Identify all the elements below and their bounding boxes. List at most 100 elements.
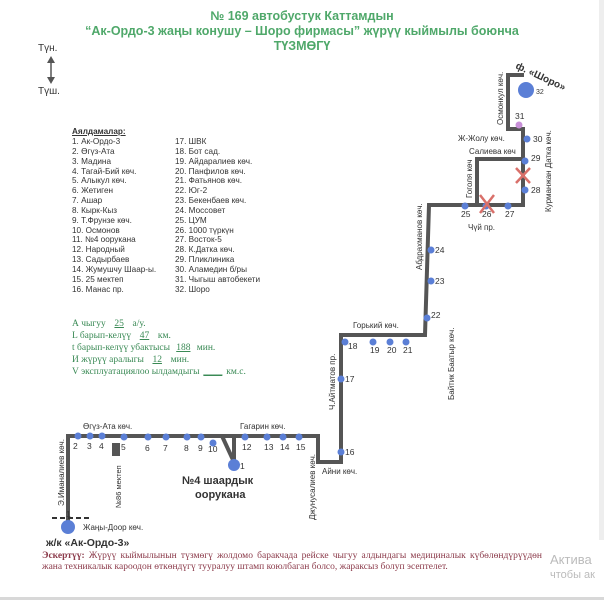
bus-stop-marker [162,433,170,441]
bus-stop-number: 20 [387,345,397,355]
bus-stop-marker [263,433,271,441]
street-gorky: Горький көч. [353,321,399,330]
bus-stop-marker [518,82,534,98]
route-parameter: V эксплуатациялоо ылдамдыгы ____ км.с. [72,366,246,378]
closed-section-icon [479,194,495,214]
bus-stop-number: 13 [264,442,274,452]
bus-stop-marker [521,157,529,165]
north-label: Түн. [38,43,58,54]
bus-stop-number: 6 [145,443,150,453]
street-imanaliev: Э.Иманалиев көч. [57,439,66,506]
legend-heading: Аялдамалар: [72,127,126,136]
bus-stop-number: 18 [348,341,358,351]
bus-stop-number: 1 [240,461,245,471]
hospital-label-1: №4 шаардык [182,475,254,487]
bus-stop-marker [427,246,435,254]
bus-stop-number: 14 [280,442,290,452]
street-salieva: Салиева көч [469,147,516,156]
legend-stop: 2. Өгүз-Ата [72,146,115,156]
bus-stop-number: 9 [198,443,203,453]
bus-stop-number: 3 [87,441,92,451]
bus-stop-number: 7 [163,443,168,453]
legend-stop: 28. К.Датка көч. [175,245,235,255]
street-oguz-ata: Өгүз-Ата көч. [83,422,132,431]
bus-stop-marker [523,135,531,143]
street-baitik: Байтик Баатыр көч. [447,328,456,400]
bus-stop-marker [209,439,217,447]
legend-stop: 21. Фатьянов көч. [175,176,243,186]
bus-stop-number: 27 [505,209,515,219]
bus-stop-number: 15 [296,442,306,452]
bus-stop-number: 31 [515,111,525,121]
legend-stop: 5. Алыкул көч. [72,176,127,186]
activation-watermark-2: чтобы ак [550,569,595,581]
legend-stop: 19. Айдаралиев көч. [175,156,253,166]
bus-stop-marker [98,432,106,440]
bottom-bar [0,597,604,600]
bus-stop-number: 12 [242,442,252,452]
bus-stop-marker [61,520,75,534]
note-text: Жүрүү кыймылынын түзмөгү жолдомо баракча… [42,551,542,572]
south-label: Түш. [38,86,60,97]
legend-stop: 29. Пликлиника [175,255,235,265]
route-line [66,73,525,522]
parameter-text: И жүрүү аралыгы [72,355,147,365]
parameter-text: V эксплуатациялоо ылдамдыгы [72,367,202,377]
title-line-2: “Ак-Ордо-3 жаңы конушу – Шоро фирмасы” ж… [85,24,519,38]
street-aini: Айни көч. [322,467,357,476]
bus-stop-marker [427,277,435,285]
legend-stop: 12. Народный [72,245,125,255]
bus-stop-number: 32 [536,89,544,96]
legend-stop: 16. Манас пр. [72,284,124,294]
bus-stop-marker [279,433,287,441]
legend-stop: 7. Ашар [72,196,103,206]
bus-stop-number: 22 [431,310,441,320]
bus-stop-marker [521,186,529,194]
title-line-1: № 169 автобустук Каттамдын [210,9,394,23]
parameter-text: мин. [168,355,190,365]
bus-stop-number: 30 [533,134,543,144]
legend-stop: 15. 25 мектеп [72,274,124,284]
bus-stop-marker [241,433,249,441]
bus-stop-marker [369,338,377,346]
street-jany-door: Жаңы-Доор көч. [83,523,143,532]
street-zh-jolu: Ж-Жолу көч. [458,134,505,143]
legend-stop: 1. Ак-Ордо-3 [72,137,121,146]
parameter-text: км. [155,331,171,341]
bus-stop-marker [423,314,431,322]
bus-stop-number: 4 [99,441,104,451]
bus-stop-marker [337,448,345,456]
bus-stop-number: 21 [403,345,413,355]
bus-stop-marker [120,433,128,441]
bus-stop-marker [337,375,345,383]
closed-section-icon [515,167,531,184]
bus-stop-number: 8 [184,443,189,453]
bus-stop-number: 24 [435,245,445,255]
street-gagarin: Гагарин көч. [240,422,285,431]
street-kurmanjan: Курманжан Датка көч. [544,130,553,212]
street-abdrakhmanov: Абдрахманов көч. [415,203,424,270]
legend-stop: 10. Осмонов [72,225,120,235]
legend-stop: 26. 1000 түркүн [175,225,234,235]
bus-stop-marker [295,433,303,441]
route-parameter: L барып-келүү 47 км. [72,330,246,342]
bus-stop-marker [86,432,94,440]
bus-stop-number: 29 [531,153,541,163]
parameter-text: км.с. [223,367,246,377]
legend-stop: 4. Тагай-Бий көч. [72,166,137,176]
parameter-value: 188 [176,343,191,353]
terminal-start-label: ж/к «Ак-Ордо-3» [45,537,129,549]
bus-stop-marker [386,338,394,346]
bus-stop-marker [228,459,240,471]
street-junusaliev: Джунусалиев көч. [308,454,317,520]
legend-stop: 32. Шоро [175,284,210,294]
warning-note: Эскертүү: Жүрүү кыймылынын түзмөгү жолдо… [42,551,542,573]
parameter-text: А чыгуу [72,319,109,329]
street-osmonkul: Осмонкул көч. [496,72,505,125]
legend-stop: 20. Панфилов көч. [175,166,246,176]
street-aitmatov: Ч.Айтматов пр. [328,354,337,410]
legend-stop: 31. Чыгыш автобекети [175,274,261,284]
